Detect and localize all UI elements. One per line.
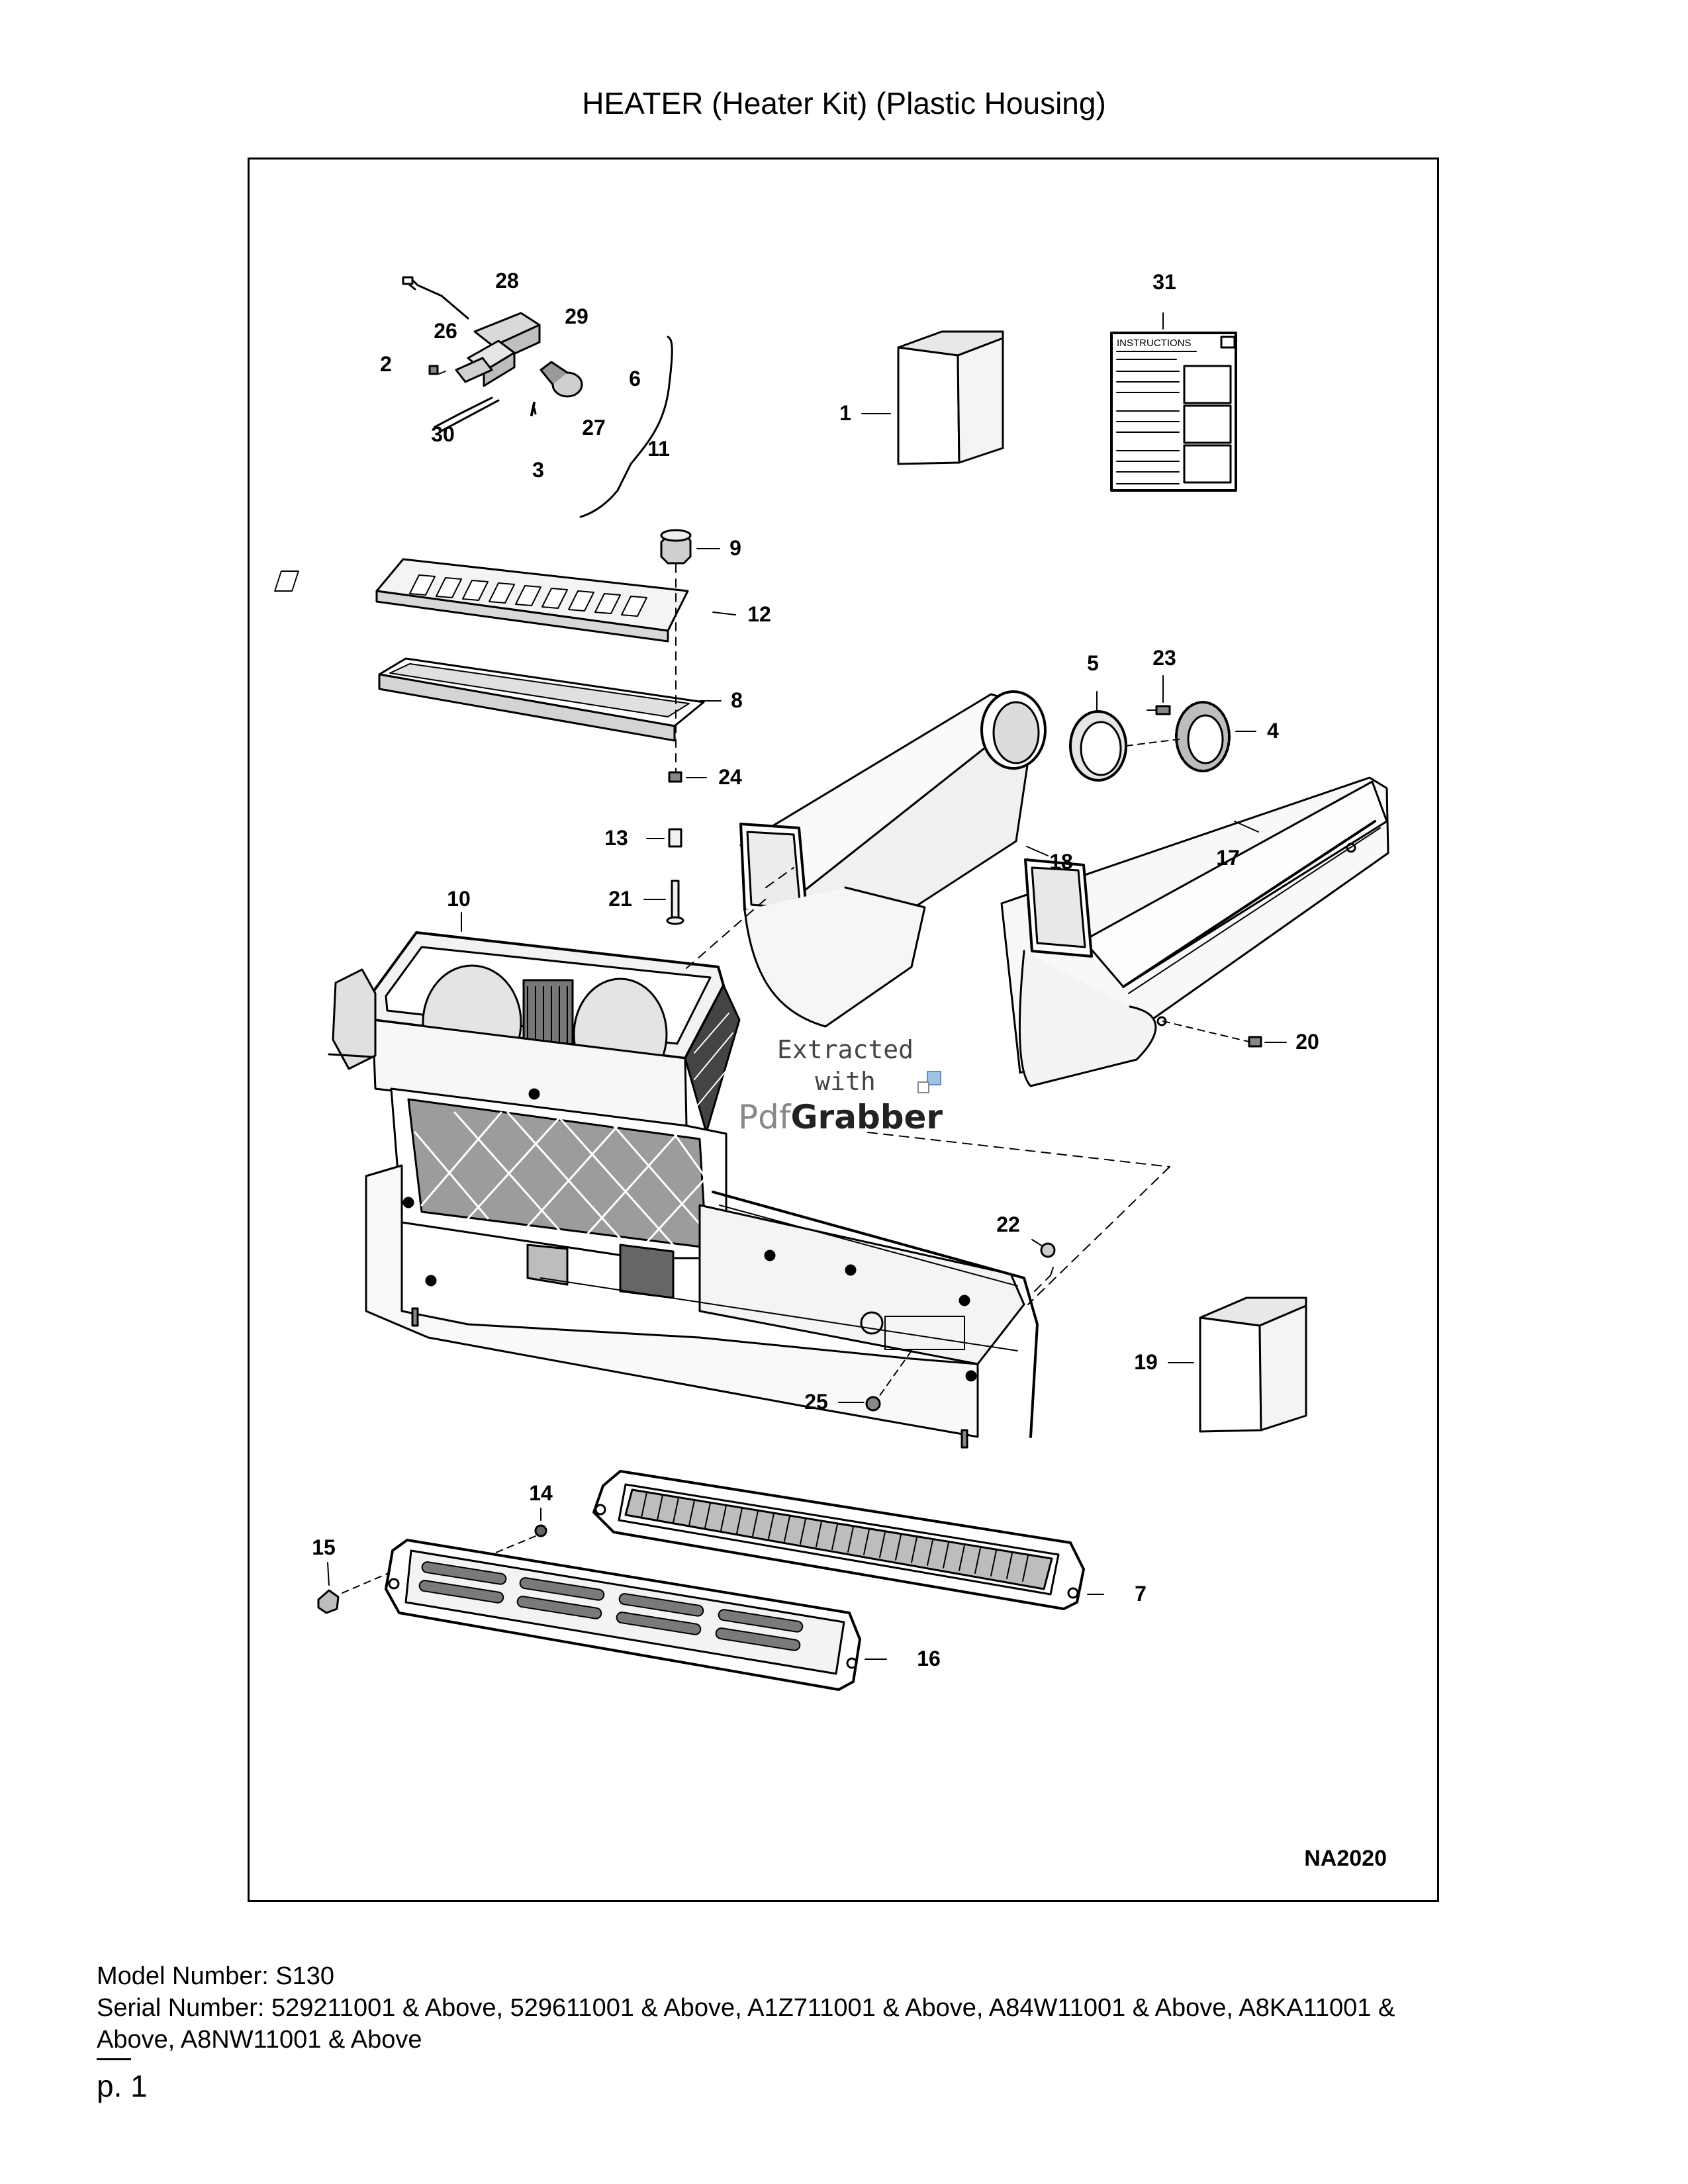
callout-26: 26: [434, 319, 457, 343]
filter-grille-7: [592, 1470, 1104, 1610]
callout-19: 19: [1134, 1350, 1158, 1374]
callout-6: 6: [629, 367, 641, 390]
screw-14: [487, 1508, 547, 1557]
callout-18: 18: [1049, 850, 1073, 874]
watermark-line-1: Extracted: [777, 1035, 914, 1064]
callout-27: 27: [582, 416, 606, 439]
assembly-guides: [686, 867, 1170, 1305]
page-title: HEATER (Heater Kit) (Plastic Housing): [582, 86, 1106, 120]
callout-3: 3: [532, 458, 544, 482]
callout-29: 29: [565, 304, 588, 328]
callout-2: 2: [380, 352, 392, 376]
model-number: Model Number: S130: [97, 1962, 335, 1990]
instructions-label: INSTRUCTIONS: [1117, 338, 1192, 349]
callout-23: 23: [1152, 646, 1176, 670]
watermark-line-3: PdfGrabber: [738, 1098, 943, 1136]
screw-22: [1031, 1239, 1056, 1258]
knob-9: [660, 529, 720, 565]
page-number-rule: [97, 2058, 131, 2060]
callout-22: 22: [996, 1212, 1020, 1236]
page-number: p. 1: [97, 2069, 148, 2103]
diagram-frame: 28 29 26 2 6 27 30 3 11 1 31 9 12 8 5 23…: [248, 158, 1439, 1902]
callout-1: 1: [839, 401, 851, 425]
watermark-logo-icon: [927, 1071, 941, 1085]
knob-15: [317, 1562, 389, 1614]
callout-7: 7: [1135, 1582, 1147, 1606]
group-bracket-11: [579, 336, 673, 518]
callout-5: 5: [1087, 651, 1099, 675]
serial-number-line-1: Serial Number: 529211001 & Above, 529611…: [97, 1994, 1395, 2022]
kit-box-1: [861, 330, 1004, 465]
callout-16: 16: [917, 1647, 941, 1670]
duct-18: [739, 690, 1049, 1028]
callout-14: 14: [529, 1481, 553, 1505]
callout-15: 15: [312, 1535, 336, 1559]
callout-21: 21: [608, 887, 632, 911]
callout-11: 11: [647, 437, 670, 461]
callout-31: 31: [1152, 270, 1176, 294]
callout-25: 25: [804, 1390, 828, 1414]
callout-10: 10: [447, 887, 471, 911]
watermark-pdf: Pdf: [738, 1098, 792, 1136]
nut-25: [838, 1350, 912, 1412]
footer: Model Number: S130 Serial Number: 529211…: [97, 1960, 1606, 2056]
callout-13: 13: [604, 826, 628, 850]
fasteners-24-13-21: [643, 771, 707, 925]
louver-grille-16: [385, 1539, 887, 1691]
callout-20: 20: [1295, 1030, 1319, 1054]
heater-housing-10: [328, 912, 1039, 1449]
kit-box-19: [1168, 1297, 1307, 1433]
callout-17: 17: [1216, 846, 1240, 870]
instructions-sheet-31: [1110, 312, 1237, 492]
rings-5-23-4: [1069, 675, 1256, 782]
filter-8: [378, 657, 722, 742]
heater-exploded-diagram: 28 29 26 2 6 27 30 3 11 1 31 9 12 8 5 23…: [274, 269, 1389, 1871]
callout-12: 12: [747, 602, 771, 626]
figure-code: NA2020: [1304, 1846, 1387, 1871]
callout-24: 24: [718, 765, 742, 789]
callout-4: 4: [1267, 719, 1279, 743]
switch-assembly: [402, 276, 583, 432]
callout-28: 28: [495, 269, 519, 293]
watermark-line-2: with: [815, 1067, 876, 1096]
callout-8: 8: [731, 688, 743, 712]
serial-number-line-2: Above, A8NW11001 & Above: [97, 2026, 422, 2054]
callout-30: 30: [431, 422, 455, 446]
screw-20: [1162, 1021, 1287, 1048]
callout-9: 9: [729, 536, 741, 560]
vent-cover-12: [274, 558, 736, 643]
pdfgrabber-watermark: Extracted with PdfGrabber: [738, 1035, 943, 1136]
duct-17: [1000, 776, 1389, 1087]
watermark-grabber: Grabber: [791, 1098, 943, 1136]
